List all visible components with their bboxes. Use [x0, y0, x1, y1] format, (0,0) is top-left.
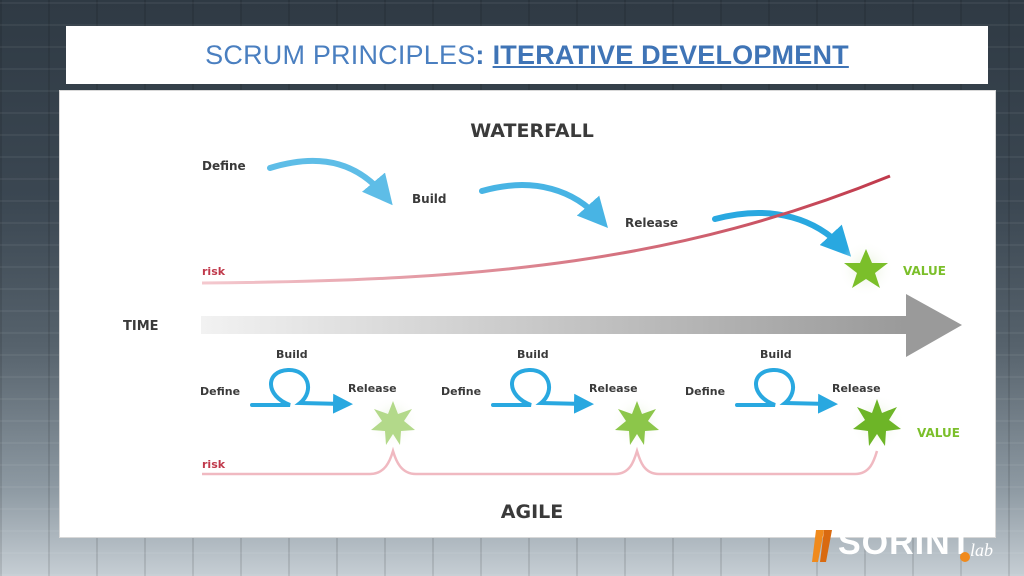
- waterfall-value-label: VALUE: [903, 264, 946, 278]
- agile-cycle-1-define: Define: [200, 385, 240, 398]
- agile-risk-curve: [202, 446, 879, 476]
- waterfall-arrow-define-build: [267, 157, 393, 206]
- agile-cycle-2-star-icon: [615, 401, 659, 445]
- title-separator: :: [475, 39, 485, 70]
- sorint-logo-text: SORINT: [838, 524, 973, 562]
- agile-value-label: VALUE: [917, 426, 960, 440]
- sorint-logo-suffix: lab: [970, 540, 994, 560]
- agile-cycle-1-build: Build: [276, 348, 308, 361]
- agile-cycle-2: Build Define Release: [441, 348, 663, 448]
- sorint-logo-dot: [960, 552, 970, 562]
- title-highlight: ITERATIVE DEVELOPMENT: [492, 39, 849, 70]
- agile-cycle-3: Build Define Release: [685, 348, 905, 450]
- waterfall-step-release: Release: [625, 216, 678, 230]
- waterfall-risk-label: risk: [202, 265, 226, 278]
- agile-risk-label: risk: [202, 458, 226, 471]
- title-main: SCRUM PRINCIPLES: [205, 39, 476, 70]
- time-arrow-shaft: [201, 316, 906, 334]
- agile-cycle-2-define: Define: [441, 385, 481, 398]
- agile-cycle-1-loop-arrow: [250, 367, 353, 414]
- slide-title: SCRUM PRINCIPLES : ITERATIVE DEVELOPMENT: [66, 26, 988, 84]
- agile-cycle-3-build: Build: [760, 348, 792, 361]
- agile-cycle-2-loop-arrow: [491, 367, 594, 414]
- agile-cycle-2-build: Build: [517, 348, 549, 361]
- diagram-panel: WATERFALL Define Build Release risk VALU…: [59, 90, 996, 538]
- agile-cycle-3-release: Release: [832, 382, 881, 395]
- agile-cycle-3-star-icon: [853, 399, 901, 446]
- waterfall-arrow-build-release: [479, 182, 608, 228]
- agile-cycle-1-star-icon: [371, 401, 415, 445]
- time-label: TIME: [123, 319, 159, 334]
- sorint-logo-mark-icon: [812, 530, 832, 562]
- agile-cycle-1: Build Define Release: [200, 348, 419, 448]
- agile-cycle-3-define: Define: [685, 385, 725, 398]
- agile-cycle-1-release: Release: [348, 382, 397, 395]
- waterfall-step-define: Define: [202, 159, 246, 173]
- waterfall-step-build: Build: [412, 192, 447, 206]
- sorint-logo: SORINT lab: [810, 522, 1010, 570]
- waterfall-risk-curve: [201, 174, 891, 285]
- agile-cycle-3-loop-arrow: [735, 367, 838, 414]
- waterfall-vs-agile-diagram: WATERFALL Define Build Release risk VALU…: [123, 120, 962, 523]
- waterfall-arrow-release-value: [712, 210, 852, 257]
- agile-title: AGILE: [501, 501, 563, 523]
- waterfall-title: WATERFALL: [470, 120, 594, 142]
- waterfall-value-star-icon: [844, 249, 888, 288]
- time-arrow-head-icon: [906, 294, 962, 357]
- agile-cycle-2-release: Release: [589, 382, 638, 395]
